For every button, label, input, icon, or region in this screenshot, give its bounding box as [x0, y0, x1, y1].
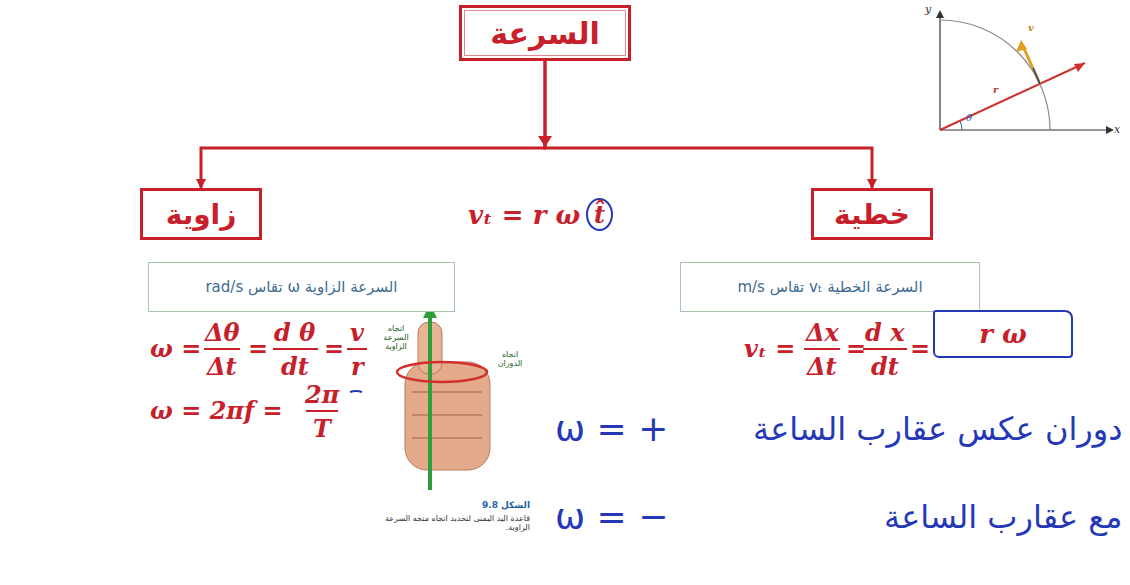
- node-text: زاوية: [166, 198, 237, 231]
- formula: ω =: [150, 334, 201, 363]
- numerator: Δx: [806, 318, 839, 347]
- figure-caption: قاعدة اليد اليمنى لتحديد اتجاه متجه السر…: [380, 514, 530, 532]
- node-text: السرعة الزاوية ω تقاس rad/s: [205, 278, 397, 296]
- hand-mark: [350, 391, 362, 392]
- finger-lines: [412, 392, 482, 438]
- arrowhead: [1074, 63, 1085, 72]
- axis-label: x: [1114, 123, 1120, 136]
- title-box: السرعة: [459, 5, 631, 61]
- formula: vₜ =: [744, 334, 795, 363]
- radius-vector: [940, 63, 1085, 130]
- vector-label: r: [993, 84, 998, 95]
- numerator: 2π: [305, 380, 339, 409]
- equals-sign: =: [324, 334, 344, 363]
- denominator: r: [351, 352, 364, 381]
- denominator: T: [313, 414, 331, 443]
- velocity-vector: [1022, 44, 1040, 84]
- branch-arrow: [201, 61, 545, 188]
- picture-label: اتجاه الدوران: [492, 350, 528, 368]
- angle-label: θ: [966, 112, 972, 123]
- unit-box: السرعة الخطية vₜ تقاس m/s: [680, 262, 980, 312]
- fraction-bar: [347, 348, 367, 350]
- fraction-bar: [204, 348, 240, 350]
- axis-arrow: [428, 315, 432, 490]
- highlight-box: r ω: [933, 310, 1073, 358]
- numerator: v: [350, 318, 364, 347]
- category-box: خطية: [811, 188, 933, 240]
- node-text: r ω: [979, 319, 1027, 349]
- vector-label: v: [1028, 22, 1034, 33]
- circle-arc: [940, 20, 1050, 130]
- node-text: السرعة: [490, 16, 599, 51]
- axis-label: y: [925, 3, 931, 16]
- unit-vector: t̂: [586, 198, 613, 231]
- denominator: Δt: [807, 352, 837, 381]
- angle-arc: [960, 121, 962, 130]
- unit-box: السرعة الزاوية ω تقاس rad/s: [148, 262, 455, 312]
- picture-label: اتجاه السرعة الزاوية: [378, 324, 414, 351]
- x-axis: [940, 129, 1108, 130]
- arrowhead: [1016, 40, 1027, 52]
- fraction-bar: [863, 348, 907, 350]
- handwritten-note: ω = −: [555, 496, 668, 537]
- rotation-loop: [397, 362, 487, 382]
- equals-sign: =: [846, 334, 866, 363]
- handwritten-note: ω = +: [555, 408, 668, 449]
- denominator: dt: [281, 352, 309, 381]
- formula: ω = 2πf =: [150, 396, 283, 425]
- branch-arrow: [545, 61, 872, 188]
- category-box: زاوية: [140, 188, 262, 240]
- figure-number: الشكل 9.8: [482, 500, 530, 510]
- numerator: d θ: [274, 318, 315, 347]
- unit-tangent: [1033, 68, 1040, 84]
- fraction-bar: [306, 410, 338, 412]
- numerator: Δθ: [205, 318, 240, 347]
- node-text: السرعة الخطية vₜ تقاس m/s: [737, 278, 922, 296]
- denominator: Δt: [207, 352, 237, 381]
- node-text: خطية: [834, 198, 910, 231]
- fraction-bar: [273, 348, 318, 350]
- fraction-bars: [204, 349, 907, 411]
- y-axis: [939, 16, 940, 130]
- numerator: d x: [865, 318, 904, 347]
- equals-sign: =: [910, 334, 930, 363]
- handwritten-note: مع عقارب الساعة: [884, 498, 1122, 536]
- arrowhead: [936, 10, 944, 18]
- handwritten-note: دوران عكس عقارب الساعة: [753, 410, 1122, 448]
- formula: vₜ = r ω: [468, 200, 580, 230]
- equals-sign: =: [248, 334, 268, 363]
- vector-figure: [936, 10, 1114, 134]
- denominator: dt: [871, 352, 899, 381]
- arrowhead: [1106, 126, 1114, 134]
- fraction-bar: [804, 348, 840, 350]
